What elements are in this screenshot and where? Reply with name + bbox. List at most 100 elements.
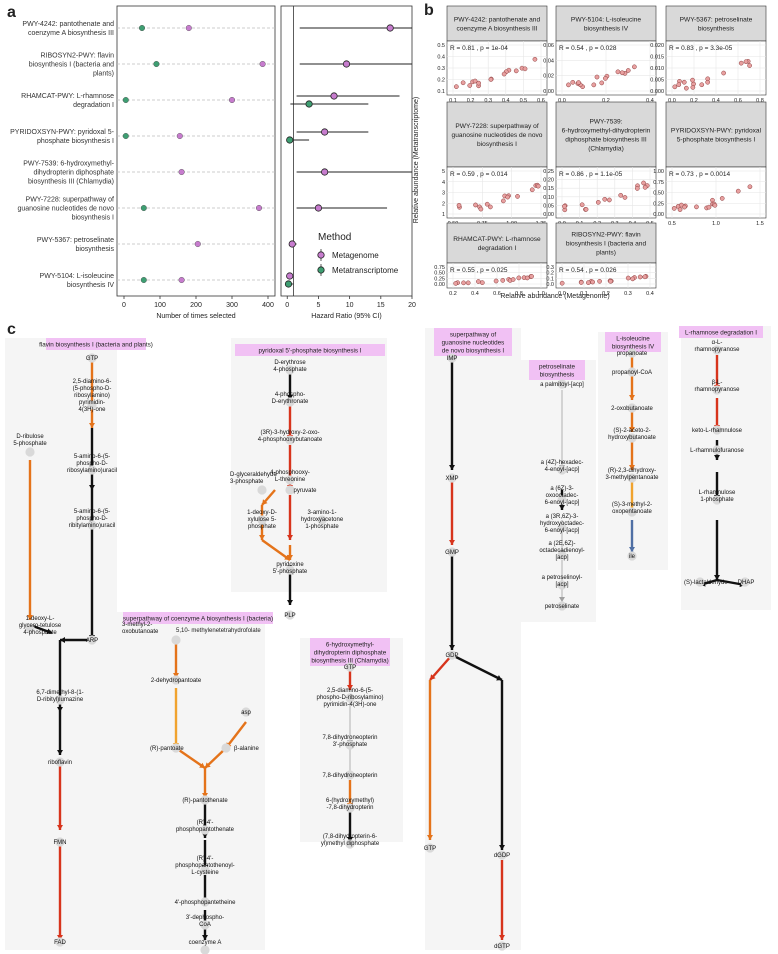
metabolite-label: GTP	[424, 846, 436, 852]
metabolite-node	[171, 635, 181, 645]
panel-b-xlabel: Relative abundance (Metagenome)	[500, 293, 609, 300]
metabolite-node	[712, 495, 722, 505]
y-tick-label: 0.50	[434, 271, 445, 277]
metagenome-hr-point	[286, 272, 294, 280]
metabolite-label: yl)methyl diphosphate	[321, 841, 380, 847]
sample-point	[603, 76, 608, 81]
y-tick-label: 0.1	[437, 89, 445, 95]
sample-point	[625, 68, 631, 73]
y-tick-label: 0.06	[543, 43, 554, 49]
y-tick-label: 0.25	[543, 169, 554, 175]
pathway-title: L-rhamnose degradation I	[685, 330, 757, 337]
metabolite-node	[627, 551, 637, 561]
metabolite-label: ribosylamino)	[74, 393, 110, 399]
metabolite-label: hydroxybutanoate	[608, 435, 656, 441]
metabolite-node	[345, 839, 355, 849]
y-tick-label: 0.3	[546, 265, 554, 271]
metabolite-node	[345, 662, 355, 672]
metabolite-label: pyrimidin-4(3H)-one	[323, 702, 377, 708]
metabolite-label: petroselinate	[545, 604, 580, 610]
metabolite-node	[712, 385, 722, 395]
metabolite-node	[200, 865, 210, 875]
pathway-title-bg	[605, 332, 661, 352]
metagenome-hr-point	[288, 240, 296, 248]
metabolite-label: asp	[241, 710, 251, 716]
metabolite-label: (S)-lactaldehyde	[684, 580, 728, 586]
metabolite-label: a (2E,6Z)-	[548, 541, 575, 547]
sample-point	[586, 280, 591, 285]
facet-title: biosynthesis	[698, 26, 735, 33]
metabolite-label: 3'-phosphate	[333, 742, 368, 748]
metabolite-label: D-ribulose	[16, 434, 44, 440]
y-tick-label: 0.2	[546, 271, 554, 277]
metabolite-label: [acp]	[555, 582, 568, 588]
facet-panel	[555, 166, 657, 219]
pterin-title: 6-hydroxymethyl-dihydropterin diphosphat…	[310, 638, 390, 666]
x-tick-label: 0.2	[449, 291, 457, 297]
metatranscriptome-hr-point	[284, 280, 293, 288]
metabolite-label: 3'-dephospho-	[186, 915, 224, 921]
facet-title: PYRIDOXSYN-PWY: pyridoxal	[671, 128, 762, 135]
sample-point	[529, 274, 534, 279]
pathway-label: PWY-5104: L-isoleucine	[40, 273, 115, 280]
x-tick-label: 0.5	[668, 221, 676, 227]
facet-title: diphosphate biosynthesis III	[565, 137, 647, 144]
metabolite-node	[257, 515, 267, 525]
metabolite-label: a (3R,6Z)-3-	[546, 514, 579, 520]
edge-arrowhead	[629, 465, 635, 470]
metagenome-point	[178, 277, 185, 284]
correlation-stat: R = 0.55 , p = 0.025	[450, 267, 508, 274]
metabolite-node	[345, 693, 355, 703]
sample-point	[467, 83, 473, 88]
coa-title: superpathway of coenzyme A biosynthesis …	[123, 612, 273, 624]
sample-point	[634, 186, 640, 191]
metabolite-node	[200, 795, 210, 805]
pathway-label: phosphate biosynthesis I	[37, 138, 114, 145]
metatranscriptome-point	[140, 277, 147, 284]
metabolite-node	[200, 897, 210, 907]
x-tick-label: 15	[377, 302, 385, 309]
x-tick-label: 0.8	[756, 98, 764, 104]
x-tick-label: 0.2	[690, 98, 698, 104]
metabolite-node	[425, 843, 435, 853]
metabolite-label: ribitylamino)uracil	[69, 523, 116, 529]
metabolite-node	[257, 485, 267, 495]
metabolite-node	[447, 650, 457, 660]
metabolite-label: xylulose 5-	[248, 517, 277, 523]
sample-point	[632, 64, 637, 70]
metabolite-node	[740, 577, 750, 587]
x-tick-label: 20	[408, 302, 416, 309]
facet-title: PWY-5367: petroselinate	[680, 17, 753, 24]
metabolite-label: 3-amino-1-	[307, 510, 336, 516]
sample-point	[488, 204, 493, 210]
metabolite-label: keto-L-rhamnulose	[692, 428, 743, 434]
x-tick-label: 400	[262, 302, 274, 309]
correlation-stat: R = 0.73 , p = 0.0014	[669, 171, 730, 178]
sample-point	[501, 71, 507, 77]
y-tick-label: 1	[442, 212, 445, 218]
pathway-title-bg	[529, 360, 585, 380]
sample-point	[473, 202, 478, 208]
metabolite-node	[25, 447, 35, 457]
pathway-title: biosynthesis IV	[612, 344, 655, 351]
pathway-title: superpathway of coenzyme A biosynthesis …	[123, 616, 273, 623]
metabolite-label: a petroselinoyl-	[542, 575, 583, 581]
metabolite-label: ribosylamino)uracil	[67, 468, 117, 474]
y-tick-label: 0.25	[653, 201, 664, 207]
metabolite-node	[221, 743, 231, 753]
sample-point	[465, 280, 471, 286]
edge-arrowhead	[262, 499, 268, 505]
metabolite-label: octadecadienoyl-	[539, 548, 584, 554]
x-tick-label: 1.0	[712, 221, 720, 227]
facet-title: degradation I	[478, 245, 517, 252]
facet-strip	[555, 222, 657, 264]
metabolite-node	[497, 850, 507, 860]
selection-plot-frame	[116, 5, 276, 297]
pathway-title-bg	[310, 638, 390, 666]
metagenome-hr-point	[314, 204, 323, 212]
y-tick-label: 0.2	[437, 78, 445, 84]
edge-arrowhead	[27, 615, 33, 620]
metabolite-node	[557, 601, 567, 611]
